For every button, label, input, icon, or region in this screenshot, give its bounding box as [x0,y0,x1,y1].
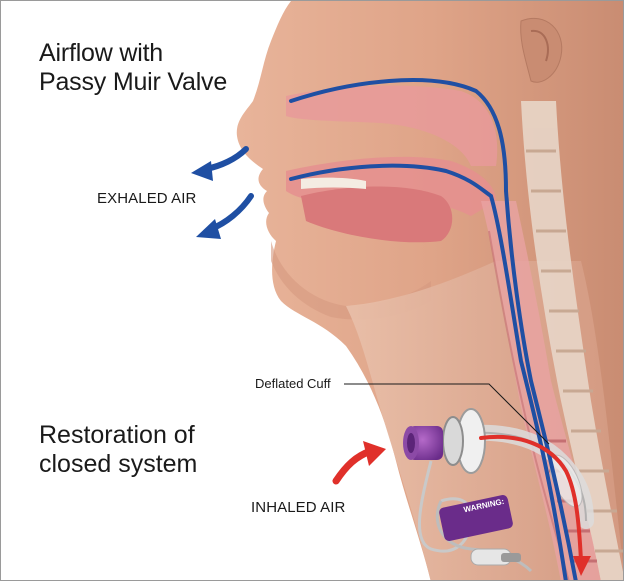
exhaled-air-label: EXHALED AIR [97,190,196,207]
exhaled-air-arrows [191,149,251,239]
deflated-cuff-label: Deflated Cuff [255,376,331,391]
page-title: Airflow with Passy Muir Valve [39,39,227,97]
title-line-1: Airflow with [39,39,227,68]
passy-muir-valve [403,426,443,460]
inhaled-air-arrow [336,441,386,481]
title-line-2: Passy Muir Valve [39,68,227,97]
inhaled-air-label: INHALED AIR [251,499,345,516]
restoration-line-1: Restoration of [39,421,197,450]
restoration-line-2: closed system [39,450,197,479]
restoration-label: Restoration of closed system [39,421,197,479]
